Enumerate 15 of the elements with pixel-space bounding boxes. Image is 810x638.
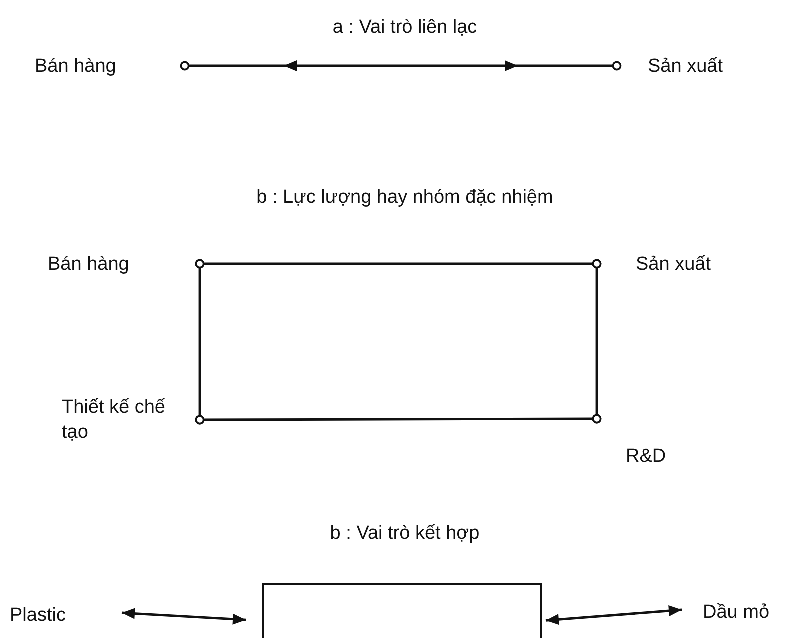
department-label: Thiết kế chế tạo xyxy=(62,396,166,445)
connector-line xyxy=(195,259,205,425)
department-label: R&D xyxy=(626,445,666,469)
double-arrow xyxy=(180,60,622,72)
department-label: Sản xuất xyxy=(636,252,711,276)
section-title: a : Vai trò liên lạc xyxy=(332,16,478,40)
double-arrow xyxy=(546,606,682,626)
section-title: b : Vai trò kết hợp xyxy=(330,522,480,546)
double-arrow xyxy=(122,608,246,625)
department-label: Sản xuất xyxy=(648,54,723,78)
section-title: b : Lực lượng hay nhóm đặc nhiệm xyxy=(256,186,554,210)
department-label: Bán hàng xyxy=(48,252,130,276)
department-label: Dầu mỏ xyxy=(703,600,770,624)
department-label: Plastic xyxy=(10,604,66,628)
department-label: Bán hàng xyxy=(35,54,116,78)
